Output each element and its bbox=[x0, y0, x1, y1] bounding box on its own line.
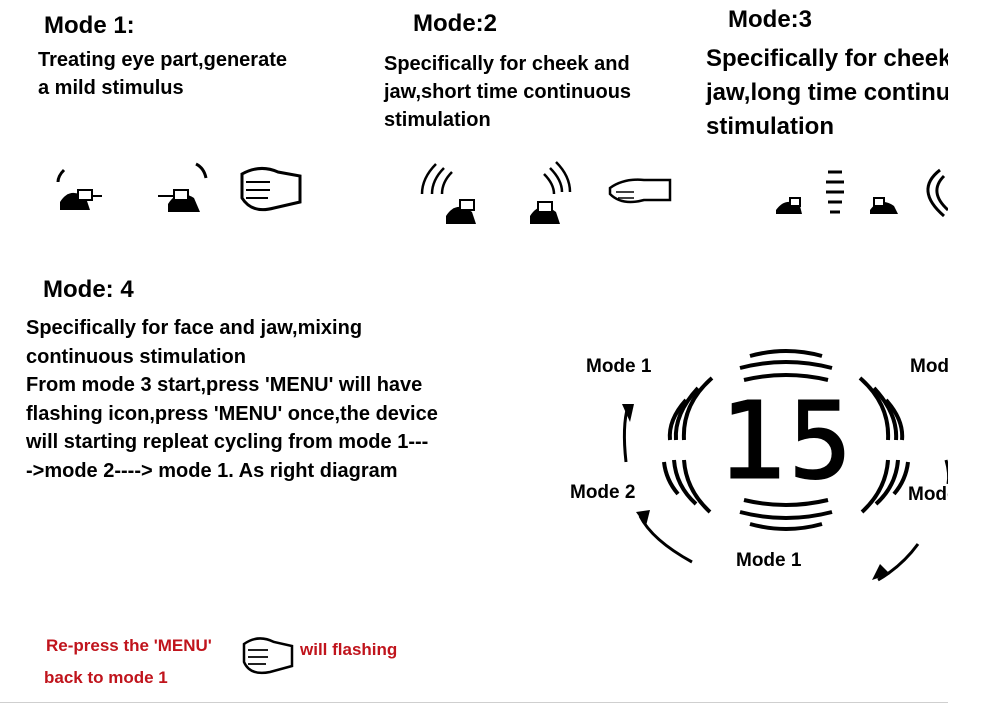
mode-2-title: Mode:2 bbox=[413, 10, 497, 37]
mode-4-title: Mode: 4 bbox=[43, 276, 134, 303]
mode-3-title: Mode:3 bbox=[728, 6, 812, 33]
label-mode-2: Mode 2 bbox=[570, 482, 635, 503]
label-mode-1-bottom: Mode 1 bbox=[736, 550, 802, 571]
hand-icon bbox=[926, 168, 950, 218]
arrow-right-down bbox=[877, 543, 920, 582]
note-trailing: will flashing bbox=[300, 640, 398, 659]
fist-hand-icon bbox=[242, 637, 294, 675]
lcd-digits: 15 bbox=[719, 377, 854, 507]
mode-2-icons bbox=[420, 161, 672, 224]
image-edge-mask bbox=[948, 0, 1000, 724]
lcd-display: 15 bbox=[717, 376, 855, 509]
open-hand-icon bbox=[608, 178, 672, 204]
skin-icon bbox=[870, 197, 898, 214]
mode-3-icons bbox=[776, 168, 950, 218]
bottom-divider bbox=[0, 702, 948, 703]
label-mode-top-right: Mode bbox=[910, 356, 960, 377]
wave-icon bbox=[543, 161, 572, 195]
mode-4-description: Specifically for face and jaw,mixing con… bbox=[26, 317, 438, 482]
arrow-left-down bbox=[638, 515, 693, 564]
skin-icon bbox=[446, 199, 476, 224]
mode-1-icons bbox=[56, 162, 302, 212]
wave-icon bbox=[826, 170, 844, 214]
label-mode-right: Mode bbox=[908, 484, 958, 505]
mode-1-title: Mode 1: bbox=[44, 12, 135, 39]
label-mode-1-top: Mode 1 bbox=[586, 356, 652, 377]
note-line-1: Re-press the 'MENU' bbox=[46, 636, 212, 655]
note-line-2: back to mode 1 bbox=[44, 668, 168, 687]
mode-2-description: Specifically for cheek and jaw,short tim… bbox=[384, 53, 632, 131]
wave-ring bbox=[662, 349, 910, 531]
mode-1-description: Treating eye part,generate a mild stimul… bbox=[38, 49, 287, 99]
mode-cycle-diagram: 15 Mode 1 Mode Mode 2 Mode Mode 1 bbox=[570, 349, 960, 582]
wave-icon bbox=[420, 163, 453, 195]
skin-icon bbox=[530, 201, 560, 224]
skin-icon bbox=[776, 197, 802, 214]
skin-icon bbox=[158, 162, 208, 212]
skin-icon bbox=[56, 168, 102, 210]
fist-hand-icon bbox=[240, 167, 302, 212]
